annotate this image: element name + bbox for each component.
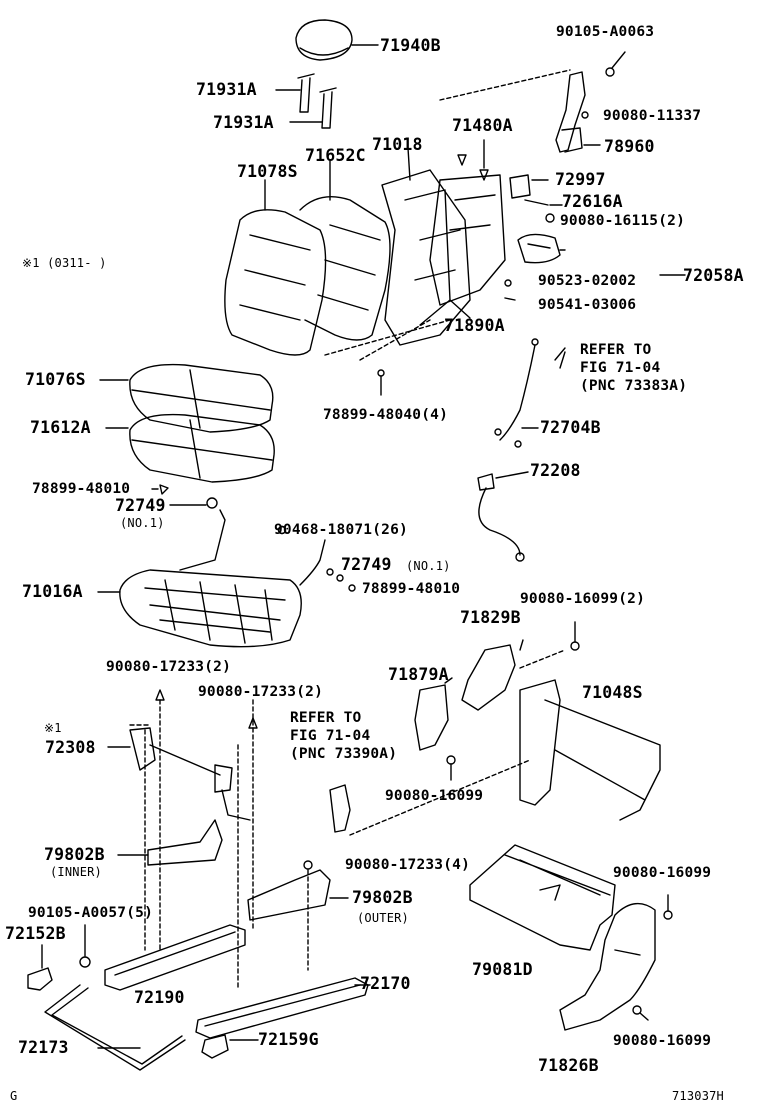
part-label-90080-16099-a: 90080-16099: [385, 788, 484, 804]
cover-71826B-drawing: [559, 902, 656, 1031]
cover-72058A-drawing: [517, 233, 561, 264]
part-label-78899-48010-b: 78899-48010: [362, 581, 461, 597]
rod-72308-drawing: [129, 727, 251, 821]
headrest-drawing: [295, 19, 353, 61]
seatback-frame-drawing: [381, 169, 471, 346]
part-label-72170: 72170: [360, 974, 411, 993]
part-label-90080-16099-c: 90080-16099: [613, 1033, 712, 1049]
part-label-72058A: 72058A: [683, 266, 744, 285]
refer-label-1c: (PNC 73383A): [580, 378, 688, 394]
part-label-71890A: 71890A: [444, 316, 505, 335]
cable-72208-drawing: [477, 473, 525, 562]
dashed-assembly-lines: [129, 699, 309, 991]
bracket-outer-drawing: [247, 869, 331, 921]
part-label-78899-48010-a: 78899-48010: [32, 481, 131, 497]
part-label-72749-b: 72749: [341, 555, 392, 574]
part-label-72152B: 72152B: [5, 924, 66, 943]
seat-frame-drawing: [119, 509, 326, 648]
part-label-72997: 72997: [555, 170, 606, 189]
part-label-72749-a: 72749: [115, 496, 166, 515]
towel-bar-drawing: [44, 984, 186, 1071]
refer-label-2b: FIG 71-04: [290, 728, 371, 744]
part-label-71829B: 71829B: [460, 608, 521, 627]
part-label-72190: 72190: [134, 988, 185, 1007]
part-label-72208: 72208: [530, 461, 581, 480]
part-label-79802B-inner: 79802B: [44, 845, 105, 864]
refer-label-2a: REFER TO: [290, 710, 362, 726]
footer-left: G: [10, 1089, 18, 1103]
part-label-90080-17233-4: 90080-17233(4): [345, 857, 471, 873]
part-label-90468-18071: 90468-18071(26): [274, 522, 408, 538]
part-label-71931A-2: 71931A: [213, 113, 274, 132]
part-label-71076S: 71076S: [25, 370, 86, 389]
part-label-90080-17233-2a: 90080-17233(2): [106, 659, 232, 675]
part-label-71612A: 71612A: [30, 418, 91, 437]
part-label-90080-17233-2b: 90080-17233(2): [198, 684, 324, 700]
seat-cushion-cover-drawing: [129, 363, 275, 483]
headrest-support-drawing: [297, 73, 337, 129]
part-label-79081D: 79081D: [472, 960, 533, 979]
part-label-71016A: 71016A: [22, 582, 83, 601]
footer-right: 713037H: [672, 1089, 724, 1103]
part-label-71078S: 71078S: [237, 162, 298, 181]
refer-label-1b: FIG 71-04: [580, 360, 661, 376]
note-1: ※1 (0311- ): [22, 256, 107, 270]
bracket-inner-drawing: [147, 819, 223, 866]
part-label-71652C: 71652C: [305, 146, 366, 165]
part-label-72616A: 72616A: [562, 192, 623, 211]
part-label-79802B-outer: 79802B: [352, 888, 413, 907]
part-label-79802B-outer-sub: (OUTER): [357, 911, 409, 925]
part-label-71018: 71018: [372, 135, 423, 154]
part-label-90080-16115: 90080-16115(2): [560, 213, 686, 229]
part-label-79802B-inner-sub: (INNER): [50, 865, 102, 879]
part-label-90541-03006: 90541-03006: [538, 297, 637, 313]
cover-78960-drawing: [555, 71, 586, 153]
part-label-78899-48040: 78899-48040(4): [323, 407, 449, 423]
part-label-71480A: 71480A: [452, 116, 513, 135]
part-label-71940B: 71940B: [380, 36, 441, 55]
seatback-cover-drawing: [224, 196, 391, 356]
part-label-90080-11337: 90080-11337: [603, 108, 702, 124]
seatback-board-drawing: [429, 174, 506, 306]
part-label-72704B: 72704B: [540, 418, 601, 437]
cable-72704B-drawing: [494, 338, 566, 448]
part-label-90105-A0063: 90105-A0063: [556, 24, 655, 40]
refer-label-2c: (PNC 73390A): [290, 746, 398, 762]
part-label-71879A: 71879A: [388, 665, 449, 684]
part-label-71826B: 71826B: [538, 1056, 599, 1075]
part-label-71048S: 71048S: [582, 683, 643, 702]
seat-board-drawing: [469, 844, 616, 951]
part-label-72749-a-sub: (NO.1): [120, 516, 165, 530]
part-label-90080-16099-b: 90080-16099: [613, 865, 712, 881]
part-label-90105-A0057: 90105-A0057(5): [28, 905, 154, 921]
refer-label-1a: REFER TO: [580, 342, 652, 358]
side-covers-drawing: [414, 644, 661, 821]
part-label-72159G: 72159G: [258, 1030, 319, 1049]
part-label-72308: 72308: [45, 738, 96, 757]
part-label-71931A-1: 71931A: [196, 80, 257, 99]
note-2: ※1: [44, 721, 62, 735]
seat-rails-drawing: [104, 924, 369, 1039]
part-label-90080-16099-2: 90080-16099(2): [520, 591, 646, 607]
part-label-72173: 72173: [18, 1038, 69, 1057]
part-label-72749-b-sub: (NO.1): [406, 559, 451, 573]
part-label-78960: 78960: [604, 137, 655, 156]
part-label-90523-02002: 90523-02002: [538, 273, 637, 289]
